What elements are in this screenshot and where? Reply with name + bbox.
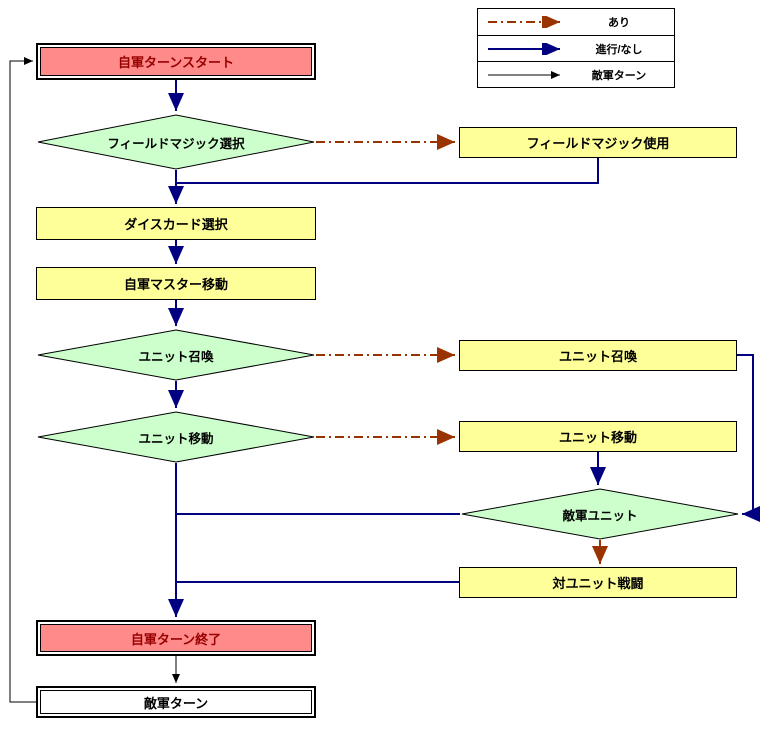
legend-row-solid: 進行/なし [478, 35, 674, 61]
node-unit-summon-action: ユニット召喚 [459, 340, 737, 371]
node-enemy-turn: 敵軍ターン [36, 686, 316, 718]
node-unit-battle-label: 対ユニット戦闘 [552, 576, 644, 591]
node-unit-move-action-label: ユニット移動 [558, 430, 637, 445]
decision-field-magic: フィールドマジック選択 [36, 114, 316, 170]
node-field-magic-use-label: フィールドマジック使用 [526, 136, 670, 151]
decision-unit-move: ユニット移動 [36, 411, 316, 463]
legend-label-dashed: あり [608, 17, 630, 29]
decision-enemy-unit: 敵軍ユニット [460, 488, 740, 540]
node-turn-end-label: 自軍ターン終了 [130, 631, 222, 647]
node-enemy-turn-label: 敵軍ターン [143, 695, 209, 711]
node-master-move-label: 自軍マスター移動 [123, 277, 228, 292]
node-dice-card-select: ダイスカード選択 [36, 207, 316, 240]
node-dice-card-select-label: ダイスカード選択 [124, 217, 228, 232]
dashed-arrow-sample-icon [488, 16, 560, 28]
solid-arrow-sample-icon [488, 42, 560, 55]
node-start-label: 自軍ターンスタート [117, 55, 235, 70]
arrow-enemy-turn-loop-to-start [9, 57, 36, 703]
node-start: 自軍ターンスタート [36, 43, 316, 80]
legend-label-solid: 進行/なし [595, 43, 643, 56]
decision-unit-summon-label: ユニット召喚 [138, 349, 214, 364]
node-unit-move-action: ユニット移動 [459, 421, 737, 452]
legend-row-dashed: あり [478, 9, 674, 35]
decision-unit-move-label: ユニット移動 [138, 431, 214, 446]
legend: あり 進行/なし 敵軍ターン [477, 8, 675, 88]
legend-row-thin: 敵軍ターン [478, 61, 674, 87]
decision-unit-summon: ユニット召喚 [36, 329, 316, 381]
decision-enemy-unit-label: 敵軍ユニット [562, 508, 638, 523]
thin-arrow-sample-icon [488, 70, 560, 79]
node-unit-summon-action-label: ユニット召喚 [558, 349, 637, 364]
node-field-magic-use: フィールドマジック使用 [459, 127, 737, 158]
legend-label-thin: 敵軍ターン [591, 69, 647, 82]
node-master-move: 自軍マスター移動 [36, 267, 316, 300]
decision-field-magic-label: フィールドマジック選択 [107, 136, 245, 151]
node-unit-battle: 対ユニット戦闘 [459, 567, 737, 598]
node-turn-end: 自軍ターン終了 [36, 620, 316, 656]
